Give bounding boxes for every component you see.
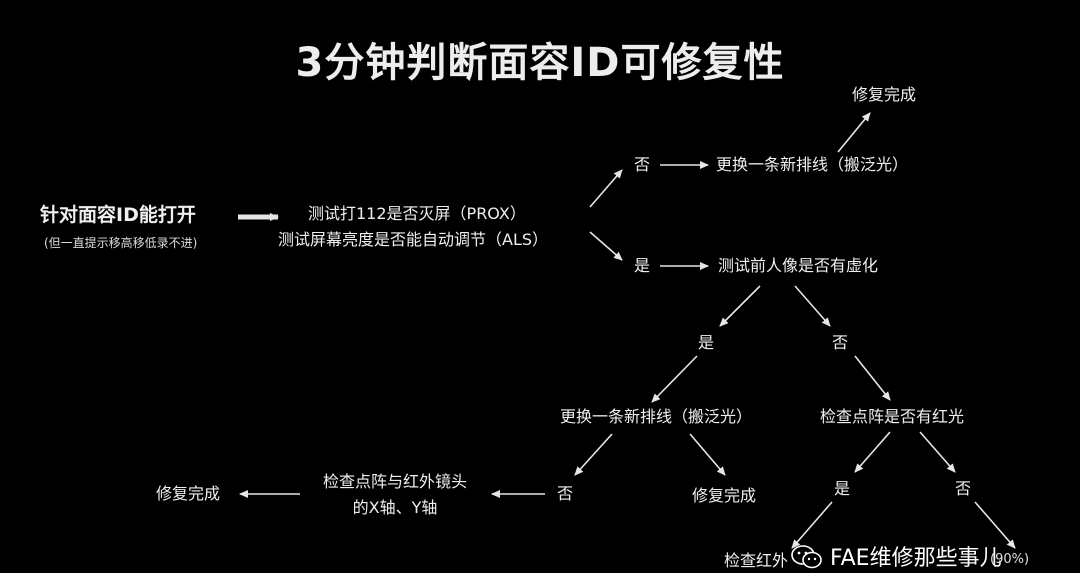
arrow-dotred-to-no4 xyxy=(919,431,956,473)
arrow-no2-to-dotred xyxy=(854,355,891,401)
start-note: (但一直提示移高移低录不进) xyxy=(44,236,198,250)
decision-yes-3: 是 xyxy=(834,479,851,498)
arrow-replace2-to-repaired xyxy=(689,433,726,476)
repaired-mid: 修复完成 xyxy=(692,486,757,505)
watermark-percent: (90%) xyxy=(990,552,1030,567)
replace-cable-1: 更换一条新排线（搬泛光） xyxy=(716,155,909,174)
arrow-no4-to-next xyxy=(974,501,1016,549)
arrow-replace1-to-repaired xyxy=(837,112,871,153)
decision-no-3: 否 xyxy=(557,484,574,503)
repaired-top: 修复完成 xyxy=(852,85,917,104)
decision-no-4: 否 xyxy=(955,479,972,498)
check-ir-partial: 检查红外 xyxy=(724,551,789,570)
arrow-dotred-to-yes3 xyxy=(854,431,891,473)
arrow-tests-to-no1 xyxy=(589,169,623,208)
check-xy-axis-2: 的X轴、Y轴 xyxy=(352,498,438,517)
test-als: 测试屏幕亮度是否能自动调节（ALS） xyxy=(278,230,549,249)
arrow-portrait-to-yes2 xyxy=(719,285,761,327)
arrow-replace2-to-no3 xyxy=(574,433,613,476)
arrow-yes2-to-replace2 xyxy=(651,355,698,403)
decision-no-1: 否 xyxy=(634,155,651,174)
arrow-tests-to-yes1 xyxy=(589,231,623,261)
decision-yes-1: 是 xyxy=(634,256,651,275)
check-portrait-blur: 测试前人像是否有虚化 xyxy=(718,256,879,275)
replace-cable-2: 更换一条新排线（搬泛光） xyxy=(560,407,753,426)
decision-no-2: 否 xyxy=(832,333,849,352)
test-prox: 测试打112是否灭屏（PROX） xyxy=(308,204,526,223)
check-xy-axis-1: 检查点阵与红外镜头 xyxy=(322,472,467,491)
arrow-portrait-to-no2 xyxy=(794,285,831,327)
arrow-yes3-to-ir xyxy=(791,501,833,549)
start-node: 针对面容ID能打开 xyxy=(40,204,196,226)
page-title: 3分钟判断面容ID可修复性 xyxy=(295,40,785,86)
check-dot-red-light: 检查点阵是否有红光 xyxy=(820,407,965,426)
wechat-icon xyxy=(791,545,822,569)
decision-yes-2: 是 xyxy=(698,333,715,352)
watermark-text: FAE维修那些事儿 xyxy=(830,546,1002,571)
repaired-left: 修复完成 xyxy=(156,484,221,503)
